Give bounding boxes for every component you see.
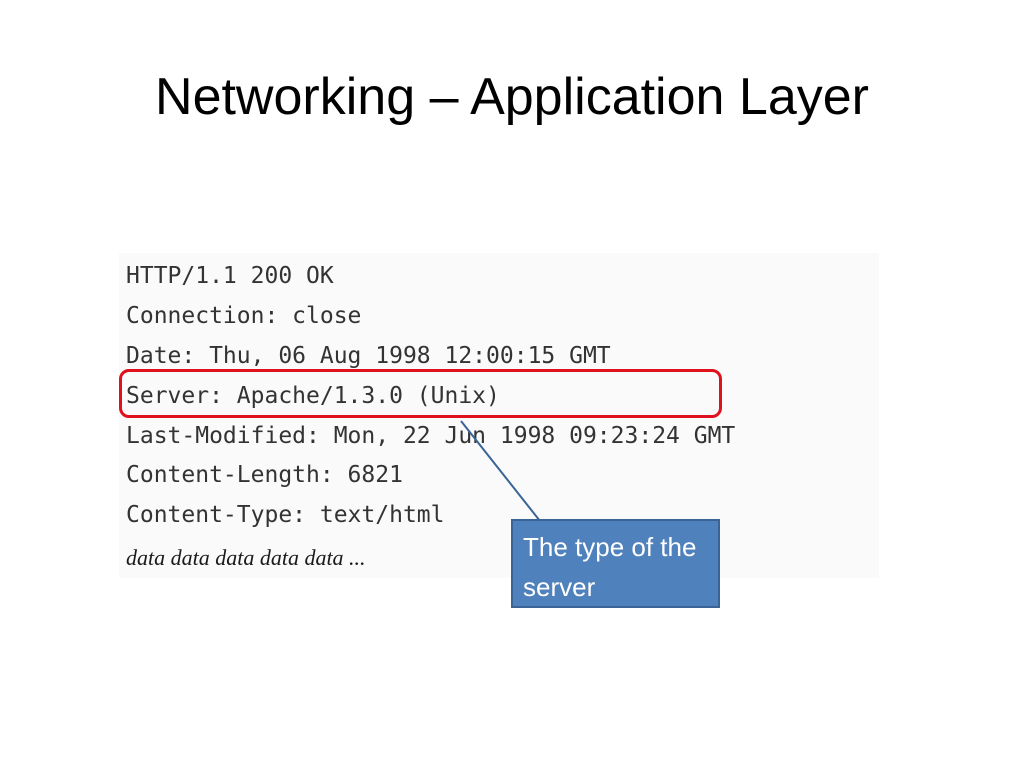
header-content-length: Content-Length: 6821 [126,462,403,488]
status-line: HTTP/1.1 200 OK [126,263,334,289]
header-server: Server: Apache/1.3.0 (Unix) [126,383,500,409]
slide-title: Networking – Application Layer [155,68,869,126]
server-highlight-box [119,369,722,418]
header-connection: Connection: close [126,303,362,329]
header-content-type: Content-Type: text/html [126,502,445,528]
response-body: data data data data data ... [126,545,366,570]
callout-box: The type of the server [511,519,720,608]
header-last-modified: Last-Modified: Mon, 22 Jun 1998 09:23:24… [126,423,736,449]
header-date: Date: Thu, 06 Aug 1998 12:00:15 GMT [126,343,611,369]
